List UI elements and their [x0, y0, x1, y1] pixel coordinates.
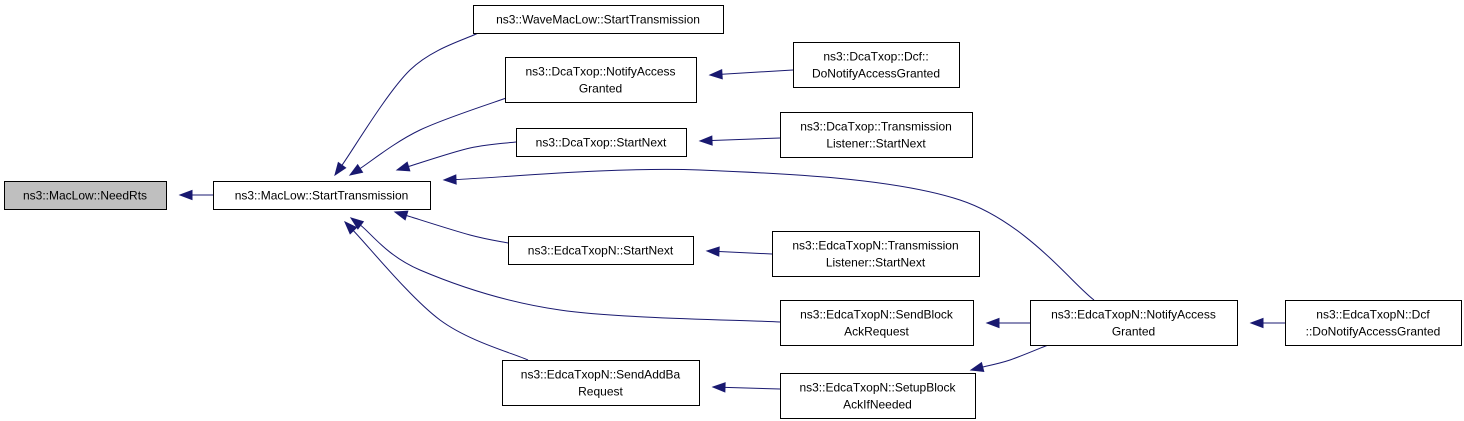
edge-line	[360, 224, 781, 323]
node-box[interactable]	[1285, 300, 1462, 346]
node-wave-start[interactable]: ns3::WaveMacLow::StartTransmission	[473, 5, 724, 34]
edge-edca_notify-to-edca_sendblock	[985, 317, 1030, 329]
node-box[interactable]	[505, 57, 697, 103]
arrowhead-icon	[705, 246, 720, 257]
arrowhead-icon	[334, 161, 347, 177]
edges	[178, 32, 1285, 393]
edge-line	[359, 95, 513, 169]
edge-edca_dcf_notify-to-edca_notify	[1249, 317, 1285, 329]
edge-dca_dcf_notify-to-dca_notify	[708, 69, 794, 80]
arrowhead-icon	[711, 382, 726, 393]
node-dca-startnext[interactable]: ns3::DcaTxop::StartNext	[516, 128, 687, 157]
node-box[interactable]	[502, 360, 700, 406]
node-label: ns3::EdcaTxopN::StartNext	[528, 244, 674, 258]
node-box[interactable]	[4, 181, 167, 210]
node-label: AckRequest	[844, 325, 909, 339]
arrowhead-icon	[348, 163, 364, 176]
node-label: Granted	[1112, 325, 1155, 339]
arrowhead-icon	[393, 210, 409, 221]
node-box[interactable]	[793, 42, 960, 88]
node-edca-tl-startnext[interactable]: ns3::EdcaTxopN::TransmissionListener::St…	[772, 231, 980, 277]
node-label: Listener::StartNext	[826, 256, 926, 270]
node-label: Listener::StartNext	[826, 137, 926, 151]
node-dca-dcf-notify[interactable]: ns3::DcaTxop::Dcf::DoNotifyAccessGranted	[793, 42, 960, 88]
node-label: ns3::EdcaTxopN::SendAddBa	[521, 368, 681, 382]
edge-edca_sendaddba-to-mac_start	[344, 220, 529, 361]
edge-edca_notify-to-mac_start	[442, 168, 1095, 301]
edge-line	[711, 137, 781, 142]
arrowhead-icon	[178, 189, 193, 201]
node-label: ns3::MacLow::NeedRts	[23, 189, 147, 203]
edge-wave_start-to-mac_start	[334, 32, 479, 177]
edge-line	[724, 386, 781, 390]
edge-edca_setupblock-to-edca_sendaddba	[711, 382, 781, 393]
node-box[interactable]	[473, 5, 724, 34]
edge-mac_start-to-need_rts	[178, 189, 213, 201]
node-label: ns3::EdcaTxopN::Dcf	[1316, 308, 1430, 322]
node-label: ns3::EdcaTxopN::NotifyAccess	[1051, 308, 1216, 322]
edge-dca_notify-to-mac_start	[348, 95, 513, 176]
arrowhead-icon	[1249, 317, 1264, 329]
arrowhead-icon	[349, 217, 365, 230]
arrowhead-icon	[969, 361, 985, 372]
arrowhead-icon	[395, 161, 411, 172]
arrowhead-icon	[698, 135, 713, 146]
node-label: ns3::DcaTxop::Transmission	[800, 120, 952, 134]
node-label: Request	[578, 385, 623, 399]
node-label: ns3::EdcaTxopN::SetupBlock	[799, 381, 956, 395]
edge-line	[982, 344, 1049, 368]
edge-line	[341, 32, 479, 166]
node-label: ::DoNotifyAccessGranted	[1306, 325, 1441, 339]
node-label: ns3::WaveMacLow::StartTransmission	[496, 13, 700, 27]
edge-edca_notify-to-edca_setupblock	[969, 344, 1049, 372]
node-box[interactable]	[780, 300, 974, 346]
node-label: ns3::DcaTxop::Dcf::	[823, 50, 928, 64]
node-box[interactable]	[780, 373, 976, 419]
edge-line	[406, 215, 509, 244]
node-edca-dcf-notify[interactable]: ns3::EdcaTxopN::Dcf::DoNotifyAccessGrant…	[1285, 300, 1462, 346]
node-label: Granted	[579, 82, 622, 96]
node-box[interactable]	[213, 181, 431, 210]
edge-edca_sendblock-to-mac_start	[349, 217, 781, 323]
node-need-rts[interactable]: ns3::MacLow::NeedRts	[4, 181, 167, 210]
edge-line	[455, 168, 1095, 301]
node-box[interactable]	[772, 231, 980, 277]
node-dca-tl-startnext[interactable]: ns3::DcaTxop::TransmissionListener::Star…	[780, 112, 973, 158]
edge-line	[352, 230, 529, 361]
node-label: ns3::DcaTxop::NotifyAccess	[525, 65, 675, 79]
edge-dca_tl_startnext-to-dca_startnext	[698, 135, 781, 146]
arrowhead-icon	[442, 174, 457, 185]
node-label: ns3::MacLow::StartTransmission	[235, 189, 409, 203]
arrowhead-icon	[708, 69, 723, 80]
edge-line	[408, 141, 517, 168]
node-label: ns3::DcaTxop::StartNext	[536, 136, 667, 150]
node-box[interactable]	[516, 128, 687, 157]
edge-line	[718, 251, 773, 255]
node-edca-startnext[interactable]: ns3::EdcaTxopN::StartNext	[508, 236, 694, 265]
node-label: ns3::EdcaTxopN::SendBlock	[800, 308, 954, 322]
edge-edca_startnext-to-mac_start	[393, 210, 509, 244]
node-label: ns3::EdcaTxopN::Transmission	[792, 239, 958, 253]
edge-dca_startnext-to-mac_start	[395, 141, 517, 172]
node-label: DoNotifyAccessGranted	[812, 67, 940, 81]
nodes: ns3::MacLow::NeedRts ns3::MacLow::StartTr…	[4, 5, 1462, 419]
arrowhead-icon	[344, 220, 358, 235]
node-label: AckIfNeeded	[843, 398, 912, 412]
node-box[interactable]	[780, 112, 973, 158]
node-mac-start[interactable]: ns3::MacLow::StartTransmission	[213, 181, 431, 210]
node-box[interactable]	[1030, 300, 1238, 346]
node-dca-notify[interactable]: ns3::DcaTxop::NotifyAccessGranted	[505, 57, 697, 103]
node-box[interactable]	[508, 236, 694, 265]
node-edca-notify[interactable]: ns3::EdcaTxopN::NotifyAccessGranted	[1030, 300, 1238, 346]
edge-edca_tl_startnext-to-edca_startnext	[705, 246, 773, 257]
arrowhead-icon	[985, 317, 1000, 329]
edge-line	[721, 69, 794, 75]
